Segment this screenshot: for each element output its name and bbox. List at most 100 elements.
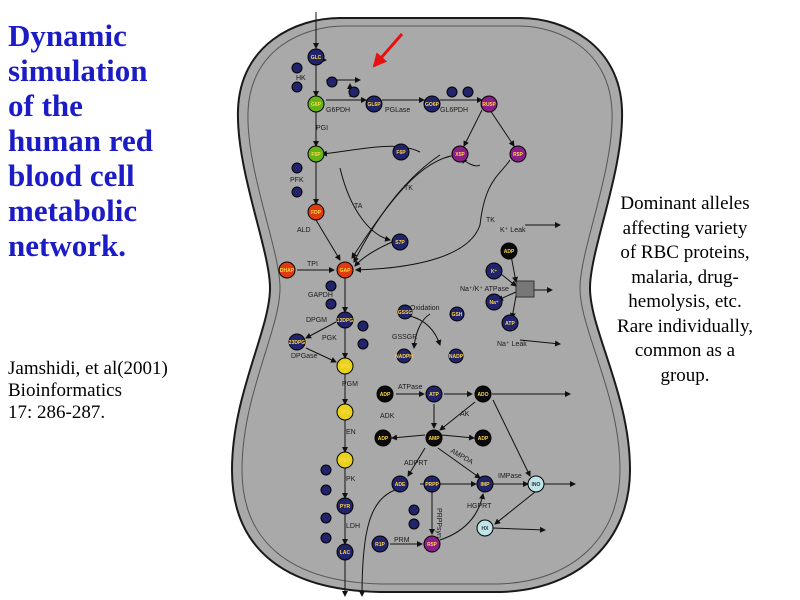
svg-text:INO: INO <box>532 482 541 488</box>
svg-text:GAP: GAP <box>340 268 352 274</box>
svg-text:ATP: ATP <box>505 321 515 327</box>
metabolite-fdp: FDP <box>307 203 325 221</box>
metabolite-2pg: 2PG <box>336 403 354 421</box>
metabolite-adp-nucleotide: ADP <box>376 385 394 403</box>
metabolite-adp-pump: ADP <box>500 242 518 260</box>
svg-text:GLC: GLC <box>311 55 322 61</box>
note-line: of RBC proteins, <box>620 242 750 263</box>
enzyme-label: PRPPsyn <box>435 508 442 538</box>
svg-text:Na⁺: Na⁺ <box>489 300 498 306</box>
enzyme-label: LDH <box>346 523 360 530</box>
metabolite-f6p-glycolysis: F6P <box>307 145 325 163</box>
cofactor-nadh-ldh <box>320 512 332 524</box>
svg-text:R5P: R5P <box>513 152 523 158</box>
enzyme-label: PGM <box>342 381 358 388</box>
cofactor-amp-prpps <box>408 504 420 516</box>
svg-text:FDP: FDP <box>311 210 322 216</box>
citation-line: Bioinformatics <box>8 380 122 401</box>
svg-text:G6P: G6P <box>311 102 322 108</box>
metabolite-ado: ADO <box>474 385 492 403</box>
metabolite-pep: PEP <box>336 451 354 469</box>
svg-text:3PG: 3PG <box>340 364 350 370</box>
cofactor-atp-pk <box>320 484 332 496</box>
cofactor-nadph-gl6pdh <box>462 86 474 98</box>
svg-text:ADP: ADP <box>478 436 489 442</box>
enzyme-label: GSSGR <box>392 334 417 341</box>
svg-text:HX: HX <box>482 526 490 532</box>
note-line: hemolysis, etc. <box>628 291 742 312</box>
svg-text:13DPG: 13DPG <box>337 318 354 324</box>
svg-text:23DPG: 23DPG <box>289 340 306 346</box>
metabolite-atp-pump: ATP <box>501 314 519 332</box>
note-line: Rare individually, <box>617 315 753 337</box>
enzyme-label: Na⁺ Leak <box>497 341 527 348</box>
metabolite-hx: HX <box>476 519 494 537</box>
citation-line: Jamshidi, et al(2001) <box>8 358 168 379</box>
cofactor-adp-pfk <box>291 186 303 198</box>
enzyme-label: G6PDH <box>326 107 350 114</box>
metabolite-g6p: G6P <box>307 95 325 113</box>
svg-text:LAC: LAC <box>340 550 351 556</box>
cell-outline <box>230 17 632 593</box>
metabolite-imp: IMP <box>476 475 494 493</box>
svg-text:DHAP: DHAP <box>280 268 295 274</box>
enzyme-label: ADK <box>380 413 395 420</box>
na-k-pump-box <box>515 280 535 298</box>
metabolite-na: Na⁺ <box>485 293 503 311</box>
metabolite-23dpg: 23DPG <box>288 333 306 351</box>
enzyme-label: IMPase <box>498 473 522 480</box>
enzyme-label: DPGase <box>291 353 318 360</box>
metabolite-glc: GLC <box>307 48 325 66</box>
svg-text:F6P: F6P <box>396 150 406 156</box>
metabolite-pyr: PYR <box>336 497 354 515</box>
metabolite-amp: AMP <box>425 429 443 447</box>
enzyme-label: Oxidation <box>410 305 440 312</box>
metabolite-f6p: F6P <box>392 143 410 161</box>
metabolite-prpp: PRPP <box>423 475 441 493</box>
enzyme-label: AK <box>460 411 470 418</box>
svg-text:ADO: ADO <box>477 392 488 398</box>
metabolite-nodes: GLC G6P F6P FDP DHAP GAP 13DPG 23DPG 3PG… <box>278 48 545 561</box>
cofactor-atp-hk <box>291 62 303 74</box>
svg-text:PYR: PYR <box>340 504 351 510</box>
svg-text:GO6P: GO6P <box>425 102 440 108</box>
cofactor-adp-pk <box>320 464 332 476</box>
note-line: common as a <box>634 340 736 361</box>
cofactor-nad-gapdh <box>325 280 337 292</box>
cofactor-nadph-g6pdh <box>348 86 360 98</box>
cofactor-adp-hk <box>291 81 303 93</box>
metabolite-adp-left: ADP <box>374 429 392 447</box>
enzyme-label: DPGM <box>306 317 327 324</box>
cofactor-atp-pgk <box>357 338 369 350</box>
cell-inner-outline <box>241 25 621 585</box>
cofactor-nadh-gapdh <box>325 298 337 310</box>
metabolite-13dpg: 13DPG <box>336 311 354 329</box>
note-line: malaria, drug- <box>631 266 739 288</box>
svg-text:R1P: R1P <box>375 542 385 548</box>
enzyme-label: ATPase <box>398 384 422 391</box>
enzyme-label: PGI <box>316 125 328 132</box>
enzyme-label: HGPRT <box>467 503 492 510</box>
title-line: simulation <box>8 53 148 88</box>
metabolite-nadph: NADPH <box>395 348 413 364</box>
svg-text:F6P: F6P <box>311 152 321 158</box>
svg-text:NADP: NADP <box>449 354 464 360</box>
metabolite-k: K⁺ <box>485 262 503 280</box>
title-line: of the <box>8 88 83 123</box>
svg-text:S7P: S7P <box>395 240 405 246</box>
cofactor-atp-pfk <box>291 162 303 174</box>
svg-text:ADE: ADE <box>395 482 406 488</box>
enzyme-label: PFK <box>290 177 304 184</box>
svg-text:ADP: ADP <box>504 249 515 255</box>
metabolite-go6p: GO6P <box>423 95 441 113</box>
metabolite-r5p-nucleotide: R5P <box>423 535 441 553</box>
metabolite-s7p: S7P <box>391 233 409 251</box>
metabolite-ru5p: RU5P <box>480 95 498 113</box>
metabolite-atp-nucleotide: ATP <box>425 385 443 403</box>
enzyme-label: PGLase <box>385 107 410 114</box>
svg-text:ADP: ADP <box>380 392 391 398</box>
cofactor-adp-pgk <box>357 320 369 332</box>
